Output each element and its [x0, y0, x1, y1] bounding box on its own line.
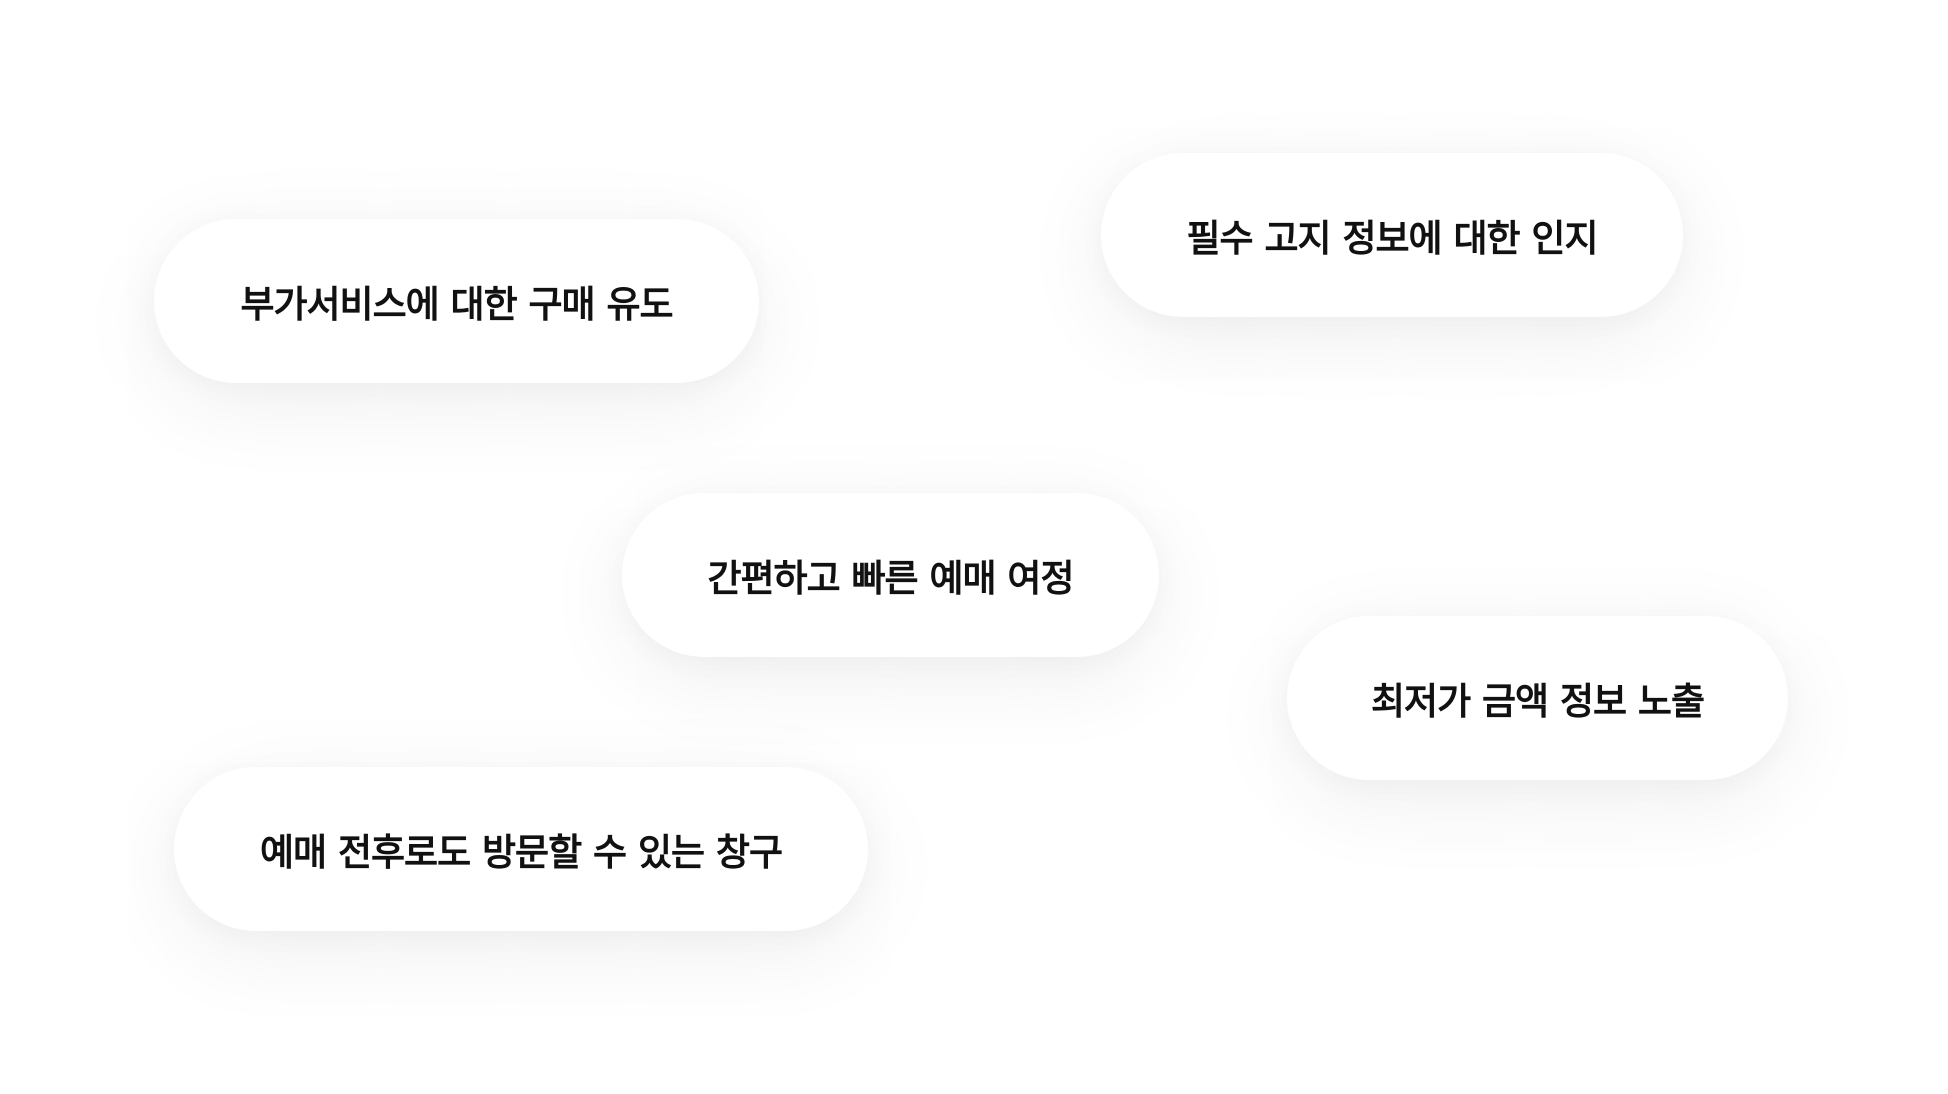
tag-label: 필수 고지 정보에 대한 인지	[1186, 217, 1599, 260]
tag-pill-addon-purchase: 부가서비스에 대한 구매 유도	[154, 219, 759, 383]
tag-label: 최저가 금액 정보 노출	[1370, 680, 1705, 723]
tag-pill-lowest-price: 최저가 금액 정보 노출	[1287, 616, 1788, 780]
tag-pill-quick-booking: 간편하고 빠른 예매 여정	[622, 493, 1159, 657]
tag-label: 예매 전후로도 방문할 수 있는 창구	[260, 831, 783, 874]
tag-label: 부가서비스에 대한 구매 유도	[240, 283, 673, 326]
tag-pill-required-notice: 필수 고지 정보에 대한 인지	[1101, 153, 1683, 317]
tag-pill-visit-channel: 예매 전후로도 방문할 수 있는 창구	[174, 767, 868, 931]
tag-label: 간편하고 빠른 예매 여정	[707, 557, 1074, 600]
